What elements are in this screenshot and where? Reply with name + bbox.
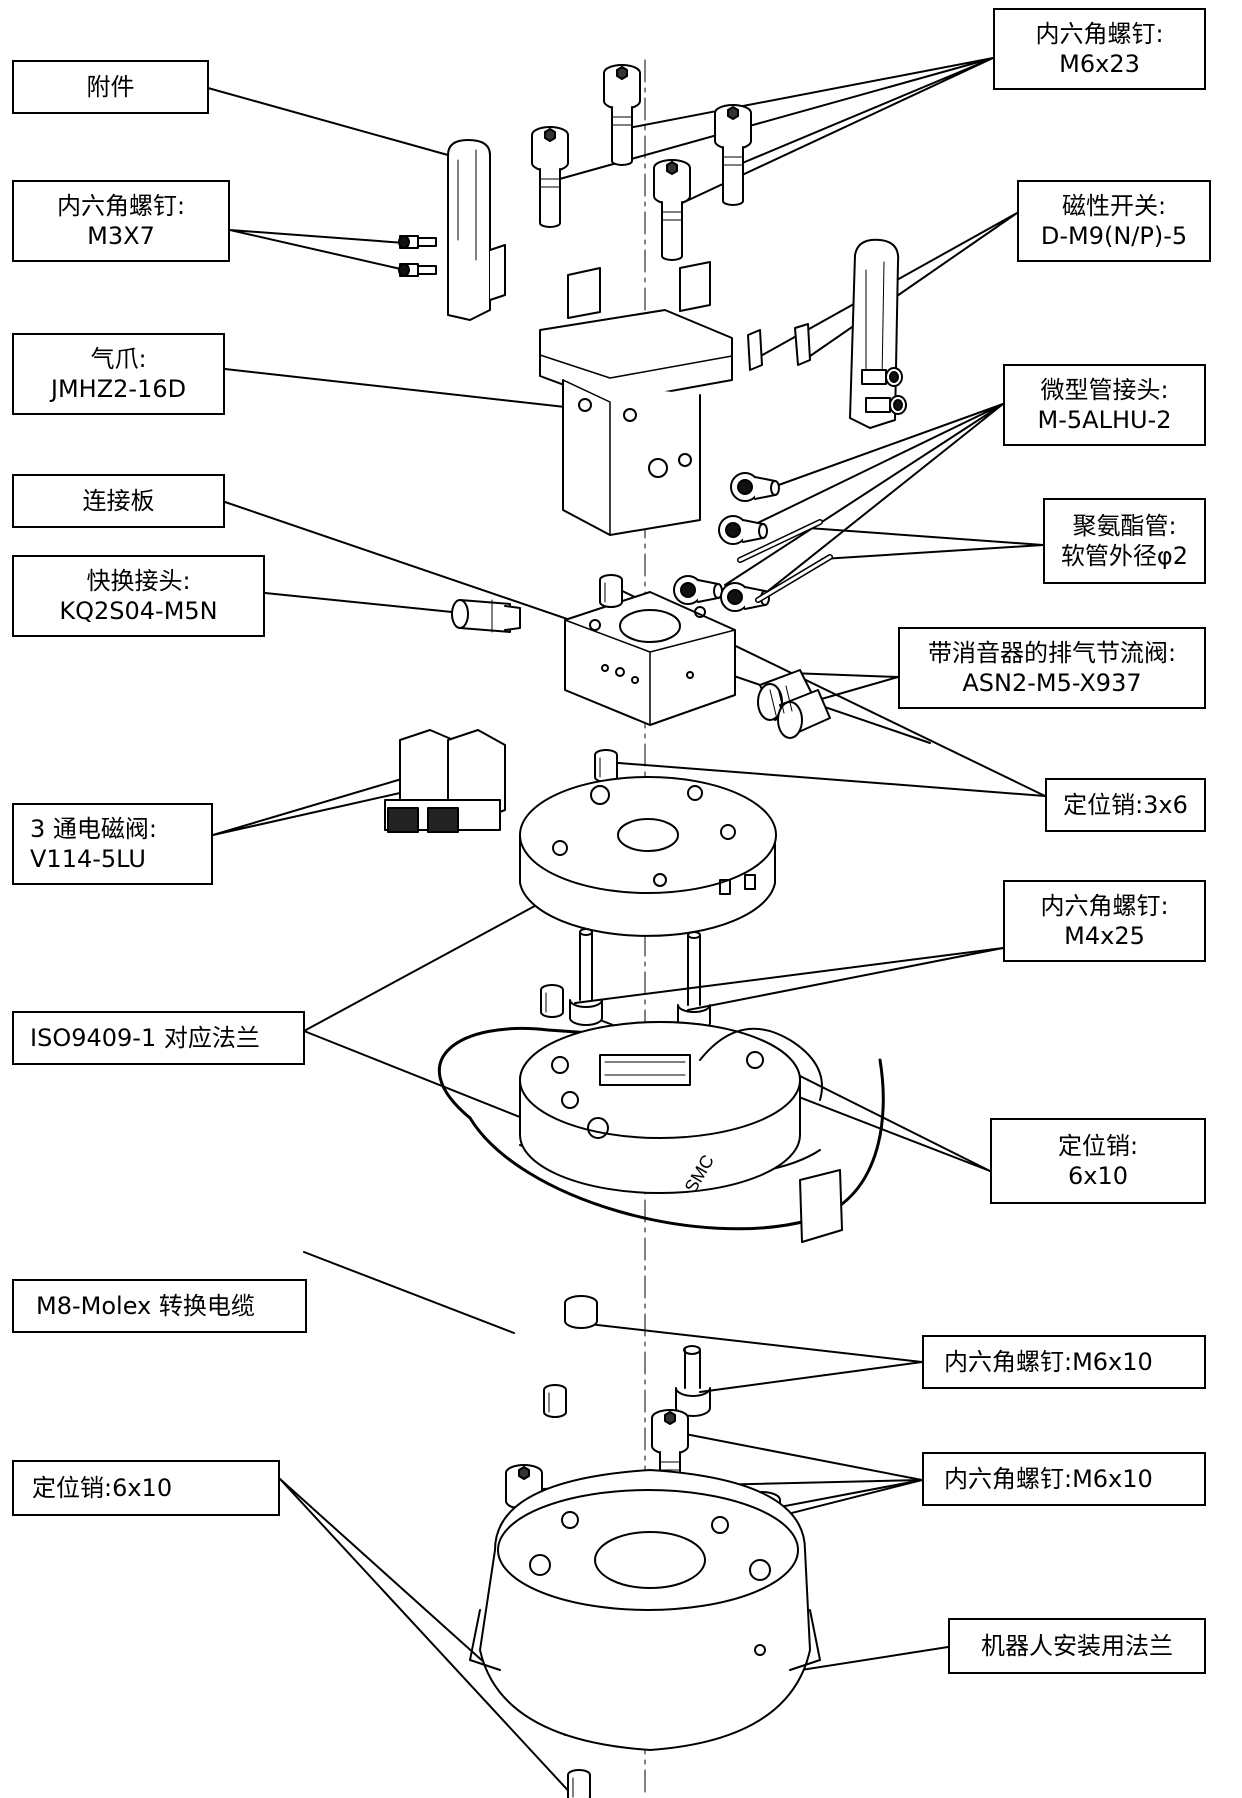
gripper-finger-left	[447, 139, 506, 321]
label-quick-change-fitting: 快换接头: KQ2S04-M5N	[12, 555, 265, 637]
label-air-gripper: 气爪: JMHZ2-16D	[12, 333, 225, 415]
tool-changer-with-cable: SMC	[437, 1021, 885, 1243]
m6x23-screws	[531, 64, 752, 261]
m4x25-screws	[569, 928, 711, 1031]
label-screw-m4x25: 内六角螺钉: M4x25	[1003, 880, 1206, 962]
iso9409-flange-plate	[519, 776, 777, 937]
label-robot-mounting-flange: 机器人安装用法兰	[948, 1618, 1206, 1674]
label-exhaust-throttle-valve: 带消音器的排气节流阀: ASN2-M5-X937	[898, 627, 1206, 709]
quick-change-fitting	[451, 599, 521, 633]
m3x7-screws-left	[398, 235, 437, 277]
m3x7-screws-right	[861, 367, 907, 415]
label-magnetic-switch: 磁性开关: D-M9(N/P)-5	[1017, 180, 1211, 262]
exhaust-throttle-valves	[757, 669, 831, 739]
label-pin-3x6: 定位销:3x6	[1045, 778, 1206, 832]
three-port-solenoid-valves	[384, 729, 506, 833]
label-screw-m6x10-upper: 内六角螺钉:M6x10	[922, 1335, 1206, 1389]
robot-mounting-flange	[469, 1469, 821, 1751]
label-micro-fitting: 微型管接头: M-5ALHU-2	[1003, 364, 1206, 446]
polyurethane-tubes	[737, 519, 833, 603]
label-pin-6x10-right: 定位销: 6x10	[990, 1118, 1206, 1204]
label-pin-6x10-left: 定位销:6x10	[12, 1460, 280, 1516]
label-connecting-plate: 连接板	[12, 474, 225, 528]
label-solenoid-valve: 3 通电磁阀: V114-5LU	[12, 803, 213, 885]
magnetic-switches	[747, 323, 811, 371]
label-attachment: 附件	[12, 60, 209, 114]
label-screw-m6x10-lower: 内六角螺钉:M6x10	[922, 1452, 1206, 1506]
label-iso-flange: ISO9409-1 对应法兰	[12, 1011, 305, 1065]
label-screw-m6x23: 内六角螺钉: M6x23	[993, 8, 1206, 90]
air-gripper-body	[539, 261, 733, 536]
label-screw-m3x7: 内六角螺钉: M3X7	[12, 180, 230, 262]
label-polyurethane-tube: 聚氨酯管: 软管外径φ2	[1043, 498, 1206, 584]
m6x10-screws-upper	[564, 1295, 711, 1417]
connecting-plate	[564, 591, 736, 726]
label-m8-cable: M8-Molex 转换电缆	[12, 1279, 307, 1333]
